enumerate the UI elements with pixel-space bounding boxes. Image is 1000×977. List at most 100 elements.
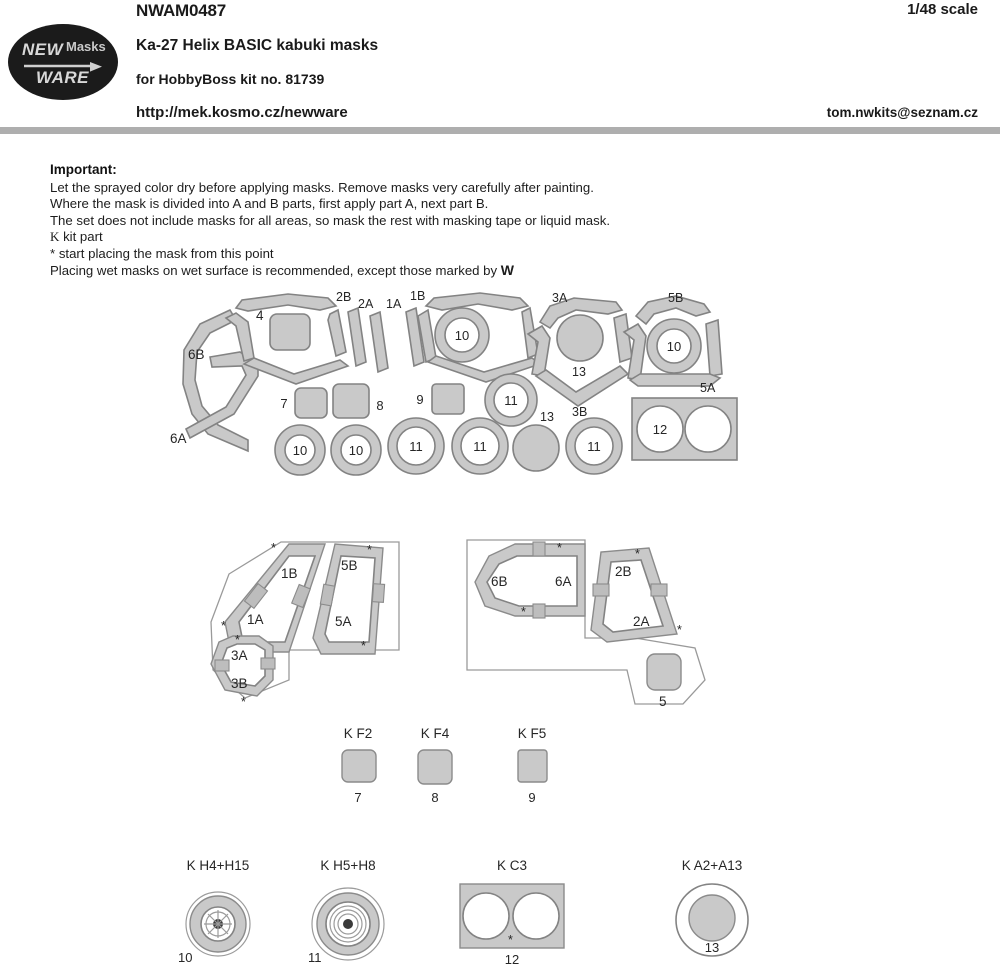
notes-legend-wet-mask: Placing wet masks on wet surface is reco…: [50, 262, 750, 279]
scale-label: 1/48 scale: [907, 1, 978, 18]
star-marker: *: [557, 541, 562, 555]
mask-2b: [347, 306, 367, 368]
canopy-label-3b: 3B: [231, 676, 248, 691]
mask-number-7: 7: [280, 396, 287, 411]
canopy-diagram-left: 1B 1A * * 5B 5A * * 3A 3B * *: [185, 530, 425, 715]
mask-number-10: 10: [293, 443, 307, 458]
logo-text-ware: WARE: [36, 68, 89, 87]
wheel-11-outer: [311, 887, 385, 961]
small-parts-row: K F2 7 K F4 8 K F5 9: [330, 722, 590, 817]
mask-3b-bottom: [534, 364, 630, 407]
mask-number-9: 9: [416, 392, 423, 407]
mask-label-1b: 1B: [410, 289, 425, 303]
mask-label-5a: 5A: [700, 381, 716, 395]
wheel-10-outer: [185, 891, 251, 957]
part-ref-c3: K C3: [497, 858, 527, 873]
kit-reference: for HobbyBoss kit no. 81739: [136, 71, 325, 87]
part-c3-hole-left: [462, 892, 510, 940]
mask-label-3b: 3B: [572, 405, 587, 419]
logo-text-masks: Masks: [66, 39, 106, 54]
mask-label-13: 13: [540, 410, 554, 424]
website-url[interactable]: http://mek.kosmo.cz/newware: [136, 104, 348, 121]
canopy-diagram-right: 6B 6A * * 2B 2A * * 5: [455, 530, 725, 715]
canopy-label-3a: 3A: [231, 648, 248, 663]
part-number-8: 8: [431, 790, 438, 805]
logo-arrow-icon: [24, 62, 102, 72]
wheel-11-ring-a: [329, 905, 367, 943]
mask-11-hole-c: [460, 426, 500, 466]
mask-number-11: 11: [473, 439, 487, 454]
canopy-label-6a: 6A: [555, 574, 572, 589]
logo-text-new: NEW: [22, 40, 64, 59]
wheel-10-spoke: [207, 913, 229, 935]
star-marker: *: [521, 605, 526, 619]
mask-11-hole-d: [574, 426, 614, 466]
mask-5a-bottom: [628, 373, 722, 387]
mask-number-10: 10: [349, 443, 363, 458]
canopy-outline-left: [210, 541, 400, 699]
mask-label-13: 13: [572, 365, 586, 379]
product-title: Ka-27 Helix BASIC kabuki masks: [136, 37, 379, 54]
contact-email[interactable]: tom.nwkits@seznam.cz: [826, 105, 978, 120]
part-ref-h5-h8: K H5+H8: [320, 858, 375, 873]
canopy-band-5a: [319, 583, 336, 607]
product-code: NWAM0487: [136, 1, 227, 20]
mask-4-bottom: [242, 357, 350, 385]
mask-number-8: 8: [376, 398, 383, 413]
mask-pad-7: [294, 387, 328, 419]
notes-line: Where the mask is divided into A and B p…: [50, 196, 489, 212]
part-number-11: 11: [308, 950, 322, 965]
wheel-11-axle: [343, 919, 353, 929]
notes-line: The set does not include masks for all a…: [50, 212, 610, 228]
part-number-12: 12: [505, 952, 519, 967]
mask-number-10: 10: [455, 328, 469, 343]
notes-legend-kit-part: K kit part: [50, 229, 750, 245]
mask-number-10: 10: [667, 339, 681, 354]
canopy-label-5b: 5B: [341, 558, 358, 573]
mask-12-hole-left: [636, 405, 684, 453]
canopy-label-1b: 1B: [281, 566, 298, 581]
mask-1b-top: [424, 292, 530, 311]
canopy-label-5: 5: [659, 694, 667, 709]
mask-number-12: 12: [653, 422, 667, 437]
star-marker: *: [361, 639, 366, 653]
mask-13-disc-b: [512, 424, 560, 472]
mask-sheet-diagram: 6B 6A 4 2B 2A 1A 1B 10: [170, 288, 750, 483]
mask-3b-right: [613, 312, 633, 364]
canopy-label-2a: 2A: [633, 614, 650, 629]
mask-3a-top: [538, 297, 624, 330]
star-text: start placing the mask from this point: [58, 245, 274, 261]
kit-part-symbol: K: [50, 229, 60, 245]
notes-legend-start-point: * start placing the mask from this point: [50, 246, 750, 262]
mask-11-hole-b: [396, 426, 436, 466]
mask-pad-8: [332, 383, 370, 419]
header: NEW Masks WARE NWAM0487 1/48 scale Ka-27…: [0, 0, 1000, 134]
wheel-11-ring-c: [337, 913, 359, 935]
part-pad-f2: [341, 749, 377, 783]
kit-part-text: kit part: [63, 229, 103, 245]
mask-label-5b: 5B: [668, 291, 683, 305]
star-marker: *: [677, 623, 682, 637]
header-divider: [0, 127, 1000, 134]
mask-13-disc-a: [556, 314, 604, 362]
part-c3-hole-right: [512, 892, 560, 940]
mask-label-2b: 2B: [336, 290, 351, 304]
canopy-band-left-b: [290, 583, 312, 609]
mask-10-hole-c: [284, 434, 316, 466]
part-number-7: 7: [354, 790, 361, 805]
parts-reference-row: K H4+H15 10 K H5+H8 11 K C3: [150, 852, 770, 977]
star-marker: *: [235, 633, 240, 647]
canopy-band-3b: [260, 657, 276, 670]
mask-12-hole-right: [684, 405, 732, 453]
mask-10-hole-d: [340, 434, 372, 466]
mask-5a-right: [705, 318, 723, 377]
canopy-band-2a: [592, 583, 610, 597]
mask-10-hole-a: [444, 317, 480, 353]
mask-2a: [369, 310, 389, 374]
wet-text: Placing wet masks on wet surface is reco…: [50, 263, 498, 279]
star-marker: *: [508, 933, 513, 947]
notes-line: Let the sprayed color dry before applyin…: [50, 180, 594, 195]
part-ref-f2: K F2: [344, 726, 373, 741]
part-ref-h4-h15: K H4+H15: [187, 858, 250, 873]
